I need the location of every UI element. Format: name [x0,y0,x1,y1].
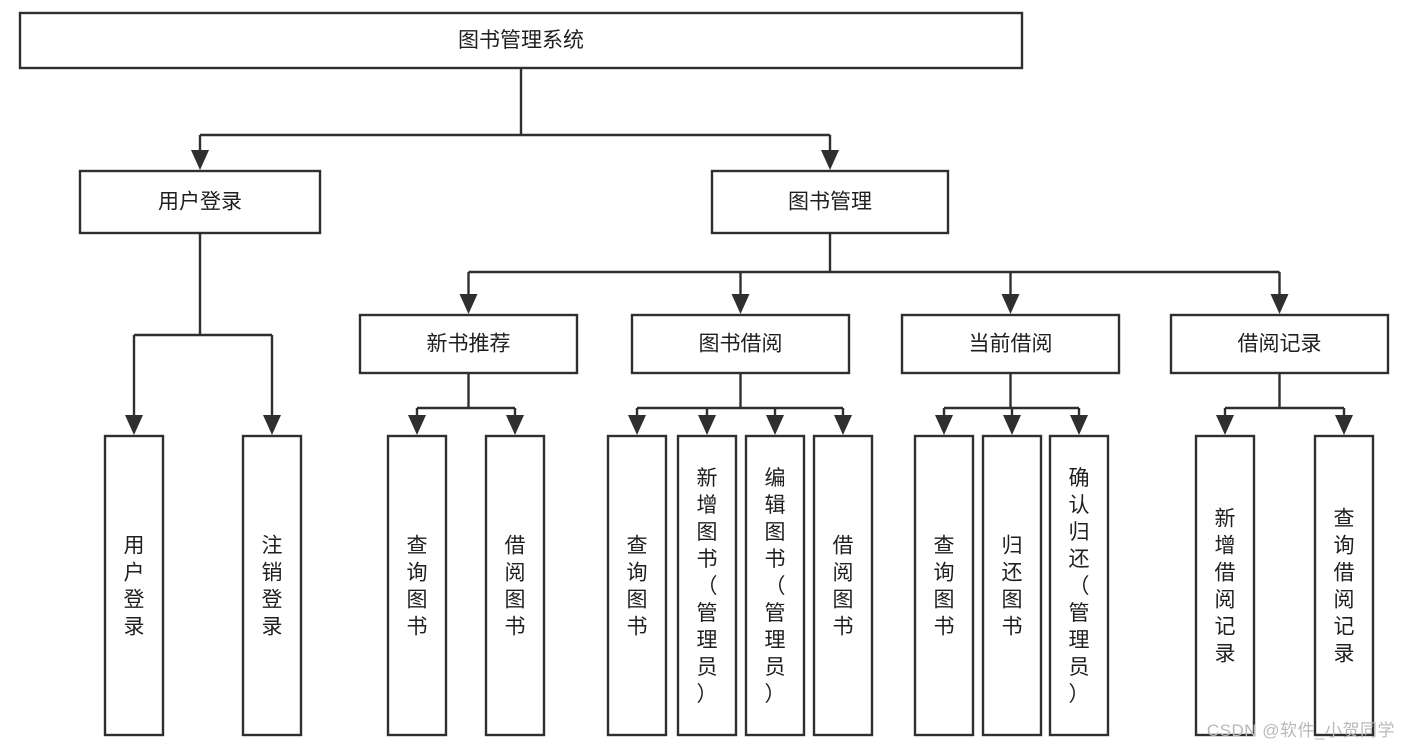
node-return-book[interactable]: 归还图书 [981,434,1043,737]
node-box-return-book [981,434,1043,737]
arrow-head-icon-current-borrow [1001,294,1020,314]
arrow-head-icon-query-book-3 [935,415,953,435]
node-box-new-book-recommend [358,313,579,375]
arrow-head-icon-query-book-1 [408,415,426,435]
node-query-book-2[interactable]: 查询图书 [606,434,668,737]
node-label-current-borrow: 当前借阅 [969,333,1053,356]
node-query-book-1[interactable]: 查询图书 [386,434,448,737]
node-book-borrow[interactable]: 图书借阅 [630,313,851,375]
arrow-head-icon-user-login-action [125,415,143,435]
node-box-user-login [78,169,322,235]
arrow-head-icon-user-login [191,150,209,170]
node-box-current-borrow [900,313,1121,375]
node-label-borrow-book-1: 借阅图书 [505,535,526,639]
node-label-query-book-2: 查询图书 [627,535,648,639]
node-query-borrow-record[interactable]: 查询借阅记录 [1313,434,1375,737]
node-book-management[interactable]: 图书管理 [710,169,950,235]
node-label-user-login: 用户登录 [158,191,242,214]
arrow-head-icon-query-book-2 [628,415,646,435]
node-label-book-borrow: 图书借阅 [699,333,783,356]
node-box-user-login-action [103,434,165,737]
node-box-root [18,11,1024,70]
arrow-head-icon-confirm-return-admin [1070,415,1088,435]
arrow-head-icon-book-management [821,150,839,170]
node-query-book-3[interactable]: 查询图书 [913,434,975,737]
node-edit-book-admin[interactable]: 编辑图书（管理员） [744,434,806,737]
node-user-logout-action[interactable]: 注销登录 [241,434,303,737]
node-box-query-book-1 [386,434,448,737]
node-box-query-borrow-record [1313,434,1375,737]
node-root[interactable]: 图书管理系统 [18,11,1024,70]
node-add-borrow-record[interactable]: 新增借阅记录 [1194,434,1256,737]
node-box-edit-book-admin [744,434,806,737]
node-label-query-book-3: 查询图书 [934,535,955,639]
node-label-borrow-book-2: 借阅图书 [833,535,854,639]
node-label-add-book-admin: 新增图书（管理员） [697,467,718,706]
node-label-query-book-1: 查询图书 [407,535,428,639]
node-label-query-borrow-record: 查询借阅记录 [1334,508,1355,666]
node-confirm-return-admin[interactable]: 确认归还（管理员） [1048,434,1110,737]
connectors-layer [125,68,1353,435]
arrow-head-icon-borrow-book-2 [834,415,852,435]
arrow-head-icon-borrow-records [1270,294,1289,314]
arrow-head-icon-add-book-admin [698,415,716,435]
node-label-borrow-records: 借阅记录 [1238,333,1322,356]
node-box-user-logout-action [241,434,303,737]
node-box-confirm-return-admin [1048,434,1110,737]
arrow-head-icon-add-borrow-record [1216,415,1234,435]
node-borrow-book-1[interactable]: 借阅图书 [484,434,546,737]
node-borrow-book-2[interactable]: 借阅图书 [812,434,874,737]
node-box-borrow-book-1 [484,434,546,737]
arrow-head-icon-user-logout-action [263,415,281,435]
node-new-book-recommend[interactable]: 新书推荐 [358,313,579,375]
arrow-head-icon-borrow-book-1 [506,415,524,435]
node-box-query-book-2 [606,434,668,737]
node-label-add-borrow-record: 新增借阅记录 [1215,508,1236,666]
node-box-query-book-3 [913,434,975,737]
node-label-book-management: 图书管理 [788,191,872,214]
nodes-layer: 图书管理系统用户登录用户登录注销登录图书管理新书推荐查询图书借阅图书图书借阅查询… [18,11,1390,737]
node-box-borrow-records [1169,313,1390,375]
node-label-user-login-action: 用户登录 [124,535,145,639]
arrow-head-icon-book-borrow [731,294,750,314]
node-label-confirm-return-admin: 确认归还（管理员） [1069,467,1090,706]
node-borrow-records[interactable]: 借阅记录 [1169,313,1390,375]
node-label-new-book-recommend: 新书推荐 [427,333,511,356]
arrow-head-icon-edit-book-admin [766,415,784,435]
node-label-edit-book-admin: 编辑图书（管理员） [765,467,786,706]
node-label-return-book: 归还图书 [1002,535,1023,639]
arrow-head-icon-new-book-recommend [459,294,478,314]
node-user-login-action[interactable]: 用户登录 [103,434,165,737]
node-user-login[interactable]: 用户登录 [78,169,322,235]
node-label-root: 图书管理系统 [458,29,584,52]
node-box-book-management [710,169,950,235]
node-box-book-borrow [630,313,851,375]
node-box-add-borrow-record [1194,434,1256,737]
node-label-user-logout-action: 注销登录 [262,535,283,639]
arrow-head-icon-return-book [1003,415,1021,435]
node-add-book-admin[interactable]: 新增图书（管理员） [676,434,738,737]
node-current-borrow[interactable]: 当前借阅 [900,313,1121,375]
arrow-head-icon-query-borrow-record [1335,415,1353,435]
node-box-add-book-admin [676,434,738,737]
node-box-borrow-book-2 [812,434,874,737]
